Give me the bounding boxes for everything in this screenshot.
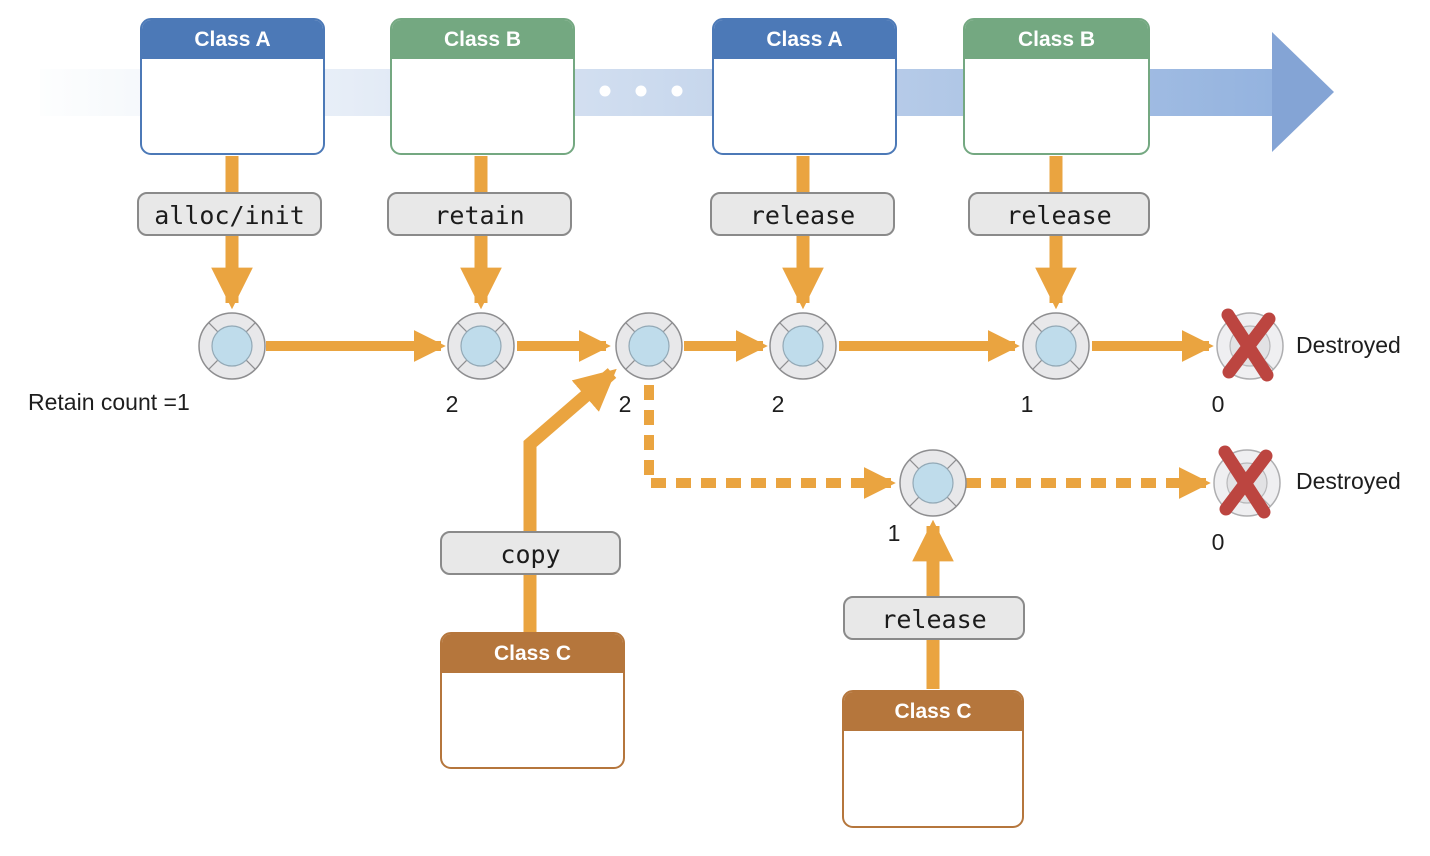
destroyed-node-2 [1213, 445, 1281, 519]
retain-count-5: 1 [1020, 391, 1034, 417]
class-box-title: Class A [142, 20, 323, 59]
class-box-a-2: Class A [712, 18, 897, 155]
retain-count-destroyed-1: 0 [1211, 391, 1225, 417]
retain-count-4: 2 [771, 391, 785, 417]
class-box-c-copy: Class C [440, 632, 625, 769]
class-box-b-1: Class B [390, 18, 575, 155]
destroyed-label-1: Destroyed [1296, 332, 1401, 358]
object-node-4 [769, 312, 837, 380]
copy-arrow [523, 368, 617, 633]
object-node-2 [447, 312, 515, 380]
action-label-copy: copy [440, 531, 621, 575]
timeline-ellipsis-dot [599, 85, 611, 97]
retain-count-branch: 1 [887, 520, 901, 546]
retain-count-3: 2 [618, 391, 632, 417]
destroyed-x-icon [1218, 445, 1273, 519]
action-label-release-1: release [710, 192, 895, 236]
class-box-c-release: Class C [842, 690, 1024, 828]
destroyed-label-2: Destroyed [1296, 468, 1401, 494]
class-box-a-1: Class A [140, 18, 325, 155]
destroyed-node-1 [1216, 308, 1284, 382]
action-label-retain: retain [387, 192, 572, 236]
class-box-b-2: Class B [963, 18, 1150, 155]
object-node-5 [1022, 312, 1090, 380]
timeline-ellipsis-dot [635, 85, 647, 97]
action-label-alloc-init: alloc/init [137, 192, 322, 236]
class-box-title: Class C [844, 692, 1022, 731]
destroyed-x-icon [1221, 308, 1276, 382]
timeline-ellipsis-dot [671, 85, 683, 97]
class-box-title: Class B [965, 20, 1148, 59]
object-node-3 [615, 312, 683, 380]
object-node-1 [198, 312, 266, 380]
retain-count-destroyed-2: 0 [1211, 529, 1225, 555]
class-box-title: Class B [392, 20, 573, 59]
branch-object-node [899, 449, 967, 517]
class-box-title: Class C [442, 634, 623, 673]
retain-count-2: 2 [445, 391, 459, 417]
action-label-release-3: release [843, 596, 1025, 640]
retain-count-start-label: Retain count =1 [28, 389, 190, 415]
timeline-arrowhead [1272, 32, 1334, 152]
class-box-title: Class A [714, 20, 895, 59]
copy-branch-dashed-arrow-1 [644, 385, 896, 500]
action-label-release-2: release [968, 192, 1150, 236]
